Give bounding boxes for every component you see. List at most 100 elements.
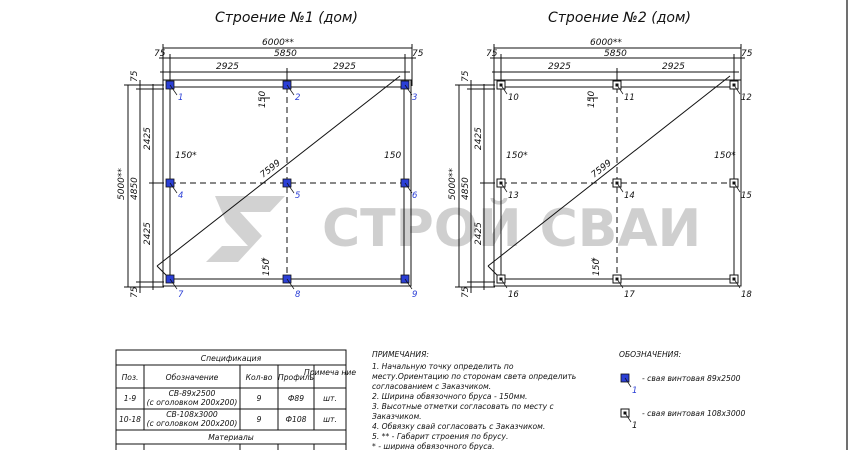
spec-header-qty: Кол-во bbox=[246, 373, 273, 382]
spec-row-pos: 10-18 bbox=[119, 415, 141, 424]
building1-dim-half-top: 2425 bbox=[143, 127, 153, 150]
pile-label: 3 bbox=[412, 93, 417, 103]
legend-num: 1 bbox=[632, 421, 637, 431]
building2-beam-bottom: 150 bbox=[592, 259, 602, 276]
legend-item-pile-89: 1 - свая винтовая 89х2500 bbox=[620, 373, 741, 396]
spec-row-name: СВ-108х3000 bbox=[166, 410, 218, 419]
spec-header-note: Примеча ние bbox=[304, 368, 356, 377]
spec-row-pos: 1-9 bbox=[124, 394, 137, 403]
spec-header-pos: Поз. bbox=[122, 373, 139, 382]
building2-dim-inner-height: 4850 bbox=[461, 177, 471, 200]
notes-line: 2. Ширина обвязочного бруса - 150мм. bbox=[372, 392, 527, 401]
spec-row-name-note: (с оголовком 200х200) bbox=[147, 398, 238, 407]
building2-dim-total-width: 6000** bbox=[590, 38, 622, 48]
legend-item-pile-108: 1 - свая винтовая 108х3000 bbox=[620, 408, 745, 431]
building1-dim-half-left: 2925 bbox=[216, 62, 239, 72]
notes-line: * - ширина обвязочного бруса. bbox=[372, 442, 494, 450]
pile-label: 1 bbox=[178, 93, 183, 103]
notes-line: согласованием с Заказчиком. bbox=[372, 382, 491, 391]
legend-label: - свая винтовая 108х3000 bbox=[642, 409, 745, 418]
notes-line: 1. Начальную точку определить по bbox=[372, 362, 514, 371]
pile-89-icon: 1 bbox=[165, 80, 183, 103]
spec-row-name-note: (с оголовком 200х200) bbox=[147, 419, 238, 428]
building1-dim-edge-bottom: 75 bbox=[130, 286, 140, 298]
building1-plan: Строение №1 (дом) 6000** 5850 2925 2925 … bbox=[117, 10, 424, 298]
pile-89-icon: 5 bbox=[282, 178, 300, 201]
pile-label: 17 bbox=[624, 290, 635, 300]
pile-label: 16 bbox=[508, 290, 519, 300]
building2-dim-edge-top: 75 bbox=[461, 70, 471, 82]
spec-row-profile: Ф89 bbox=[288, 394, 304, 403]
pile-label: 18 bbox=[741, 290, 752, 300]
notes: ПРИМЕЧАНИЯ: 1. Начальную точку определит… bbox=[372, 350, 576, 450]
building2-piles: 10 11 12 13 14 15 16 17 18 bbox=[496, 80, 752, 300]
pile-89-icon: 8 bbox=[282, 274, 301, 300]
pile-label: 13 bbox=[508, 191, 519, 201]
pile-108-icon: 15 bbox=[729, 178, 752, 201]
pile-108-icon: 13 bbox=[496, 178, 519, 201]
building1-title: Строение №1 (дом) bbox=[215, 10, 358, 26]
building1-beam-bottom: 150 bbox=[262, 259, 272, 276]
building1-dim-total-width: 6000** bbox=[262, 38, 294, 48]
building1-piles: 1 2 3 4 5 6 7 8 9 bbox=[165, 80, 418, 300]
specification-table: Спецификация Поз. Обозначение Кол-во Про… bbox=[115, 349, 356, 450]
pile-label: 10 bbox=[508, 93, 519, 103]
spec-header-name: Обозначение bbox=[166, 373, 219, 382]
notes-title: ПРИМЕЧАНИЯ: bbox=[372, 350, 429, 359]
pile-label: 4 bbox=[178, 191, 183, 201]
pile-108-icon: 18 bbox=[729, 274, 752, 300]
watermark-logo-icon bbox=[206, 196, 285, 262]
building1-dim-edge-top: 75 bbox=[130, 70, 140, 82]
building2-dim-total-height: 5000** bbox=[448, 168, 458, 200]
building2-dim-half-bottom: 2425 bbox=[474, 222, 484, 245]
notes-line: 4. Обвязку свай согласовать с Заказчиком… bbox=[372, 422, 545, 431]
pile-label: 8 bbox=[295, 290, 301, 300]
building1-beam-right: 150 bbox=[384, 151, 401, 161]
building2-beam-star: * bbox=[591, 257, 596, 267]
legend-num: 1 bbox=[632, 386, 637, 396]
pile-108-icon: 11 bbox=[612, 80, 635, 103]
notes-line: 3. Высотные отметки согласовать по месту… bbox=[372, 402, 554, 411]
building1-dim-edge-left: 75 bbox=[154, 49, 166, 59]
building2-beam-right: 150* bbox=[714, 151, 736, 161]
notes-line: 5. ** - Габарит строения по брусу. bbox=[372, 432, 508, 441]
building1-beam-left: 150* bbox=[175, 151, 197, 161]
building1-dim-inner-width: 5850 bbox=[274, 49, 297, 59]
spec-header-profile: Профиль bbox=[278, 373, 314, 382]
building1-dim-half-bottom: 2425 bbox=[143, 222, 153, 245]
pile-108-icon: 12 bbox=[729, 80, 752, 103]
pile-89-icon: 9 bbox=[400, 274, 417, 300]
pile-108-icon: 16 bbox=[496, 274, 519, 300]
watermark: СТРОЙ СВАИ bbox=[206, 196, 701, 262]
pile-label: 14 bbox=[624, 191, 635, 201]
legend-title: ОБОЗНАЧЕНИЯ: bbox=[619, 350, 681, 359]
spec-row-note: шт. bbox=[323, 415, 337, 424]
pile-108-icon: 17 bbox=[612, 274, 635, 300]
building2-beam-left: 150* bbox=[506, 151, 528, 161]
building2-plan: Строение №2 (дом) 6000** 5850 2925 2925 … bbox=[448, 10, 753, 298]
notes-line: Заказчиком. bbox=[372, 412, 422, 421]
notes-line: месту.Ориентацию по сторонам света опред… bbox=[372, 372, 576, 381]
building2-dim-edge-left: 75 bbox=[486, 49, 498, 59]
spec-title: Спецификация bbox=[201, 354, 262, 363]
building2-dim-half-top: 2425 bbox=[474, 127, 484, 150]
building2-dim-inner-width: 5850 bbox=[604, 49, 627, 59]
spec-materials: Материалы bbox=[208, 433, 254, 442]
building1-dim-half-right: 2925 bbox=[333, 62, 356, 72]
pile-label: 2 bbox=[295, 93, 300, 103]
building1-dim-total-height: 5000** bbox=[117, 168, 127, 200]
pile-label: 9 bbox=[412, 290, 417, 300]
pile-89-icon: 4 bbox=[165, 178, 183, 201]
building1-beam-star: * bbox=[261, 257, 266, 267]
building1-dim-inner-height: 4850 bbox=[130, 177, 140, 200]
spec-row-profile: Ф108 bbox=[285, 415, 306, 424]
building1-dim-edge-right: 75 bbox=[412, 49, 424, 59]
pile-89-icon: 3 bbox=[400, 80, 417, 103]
pile-label: 7 bbox=[178, 290, 184, 300]
pile-label: 5 bbox=[295, 191, 300, 201]
building2-dim-edge-bottom: 75 bbox=[461, 286, 471, 298]
building2-dim-half-left: 2925 bbox=[548, 62, 571, 72]
building2-dim-edge-right: 75 bbox=[741, 49, 753, 59]
pile-label: 11 bbox=[624, 93, 635, 103]
